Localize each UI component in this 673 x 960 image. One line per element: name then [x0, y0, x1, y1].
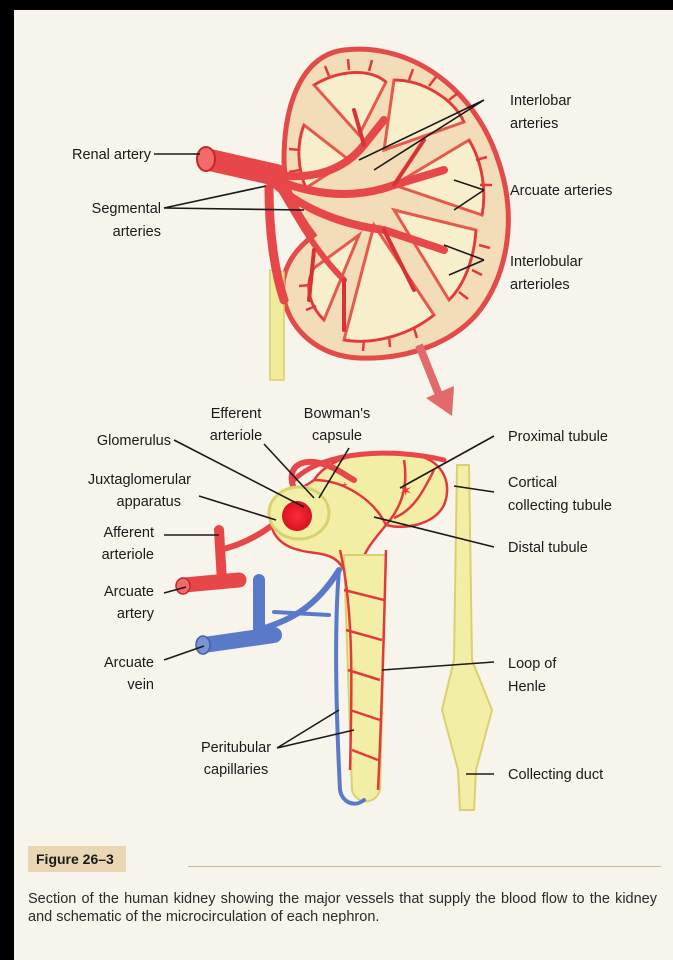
label-peritubular-line2: capillaries: [204, 762, 268, 778]
label-distal-tubule: Distal tubule: [508, 540, 588, 556]
label-loop-of-henle-line2: Henle: [508, 679, 546, 695]
zoom-arrow: [419, 345, 454, 416]
label-loop-of-henle-line1: Loop of: [508, 656, 557, 672]
label-segmental-arteries-line2: arteries: [113, 224, 161, 240]
label-arcuate-artery-line2: artery: [117, 606, 155, 622]
arcuate-vein-cap: [196, 636, 210, 654]
glomerulus-star: *: [342, 479, 348, 495]
renal-artery-cap: [197, 147, 215, 171]
label-afferent-arteriole-line1: Afferent: [103, 525, 154, 541]
arcuate-artery-cap: [176, 578, 190, 594]
label-arcuate-vein-line2: vein: [127, 677, 154, 693]
label-cortical-collecting-line1: Cortical: [508, 475, 557, 491]
label-renal-artery: Renal artery: [72, 147, 152, 163]
label-interlobular-arterioles-line1: Interlobular: [510, 254, 583, 270]
figure-caption: Section of the human kidney showing the …: [28, 890, 657, 926]
label-bowmans-capsule-line1: Bowman's: [304, 406, 370, 422]
figure-page: * ✶ Renal artery Segmental arteries Inte…: [14, 10, 673, 960]
label-bowmans-capsule-line2: capsule: [312, 428, 362, 444]
figure-caption-block: Figure 26–3 Section of the human kidney …: [28, 846, 673, 926]
label-proximal-tubule: Proximal tubule: [508, 429, 608, 445]
figure-number: Figure 26–3: [28, 846, 126, 872]
collecting-duct-shape: [442, 465, 492, 810]
label-interlobar-arteries-line1: Interlobar: [510, 93, 571, 109]
label-glomerulus: Glomerulus: [97, 433, 171, 449]
kidney-diagram: * ✶ Renal artery Segmental arteries Inte…: [14, 10, 673, 840]
label-segmental-arteries-line1: Segmental: [92, 201, 161, 217]
caption-divider: [188, 866, 661, 867]
kidney-section: [197, 49, 508, 416]
label-efferent-arteriole-line2: arteriole: [210, 428, 262, 444]
label-arcuate-arteries: Arcuate arteries: [510, 183, 612, 199]
label-cortical-collecting-line2: collecting tubule: [508, 498, 612, 514]
label-afferent-arteriole-line2: arteriole: [102, 547, 154, 563]
label-juxtaglomerular-line1: Juxtaglomerular: [88, 472, 191, 488]
label-arcuate-vein-line1: Arcuate: [104, 655, 154, 671]
arcuate-vein-shape: [204, 635, 274, 645]
label-peritubular-line1: Peritubular: [201, 740, 271, 756]
label-juxtaglomerular-line2: apparatus: [117, 494, 182, 510]
label-collecting-duct: Collecting duct: [508, 767, 603, 783]
nephron-schematic: * ✶: [176, 453, 492, 810]
glomerulus-shape: [282, 501, 312, 531]
label-arcuate-artery-line1: Arcuate: [104, 584, 154, 600]
label-interlobar-arteries-line2: arteries: [510, 116, 558, 132]
label-efferent-arteriole-line1: Efferent: [211, 406, 262, 422]
label-interlobular-arterioles-line2: arterioles: [510, 277, 570, 293]
